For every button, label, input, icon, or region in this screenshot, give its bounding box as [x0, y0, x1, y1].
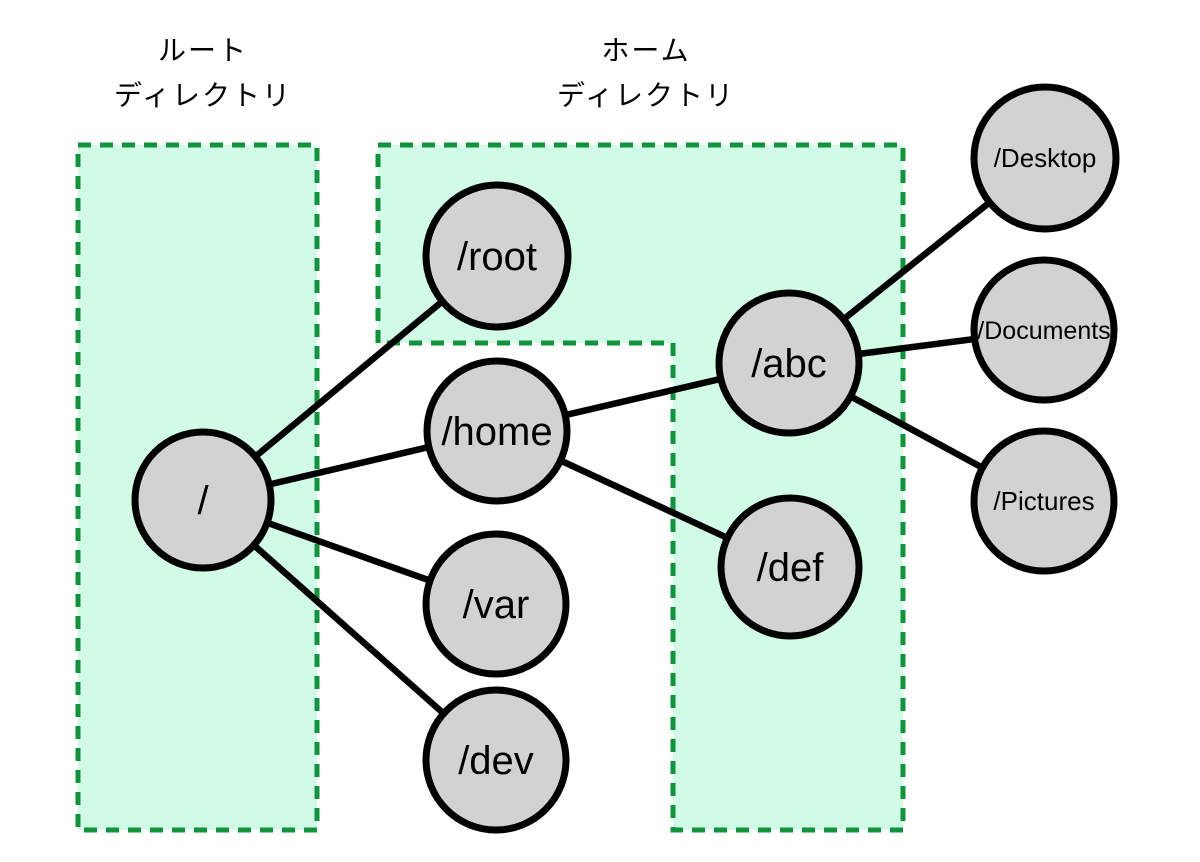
node-root-home: /root [422, 181, 572, 331]
node-home-label: /home [441, 410, 552, 454]
node-pictures: /Pictures [970, 427, 1118, 575]
node-root-circle [131, 428, 275, 572]
node-desktop: /Desktop [970, 83, 1120, 233]
node-dev: /dev [422, 686, 570, 834]
node-var-circle [422, 530, 570, 678]
node-documents: /Documents [970, 256, 1118, 404]
node-root: / [131, 428, 275, 572]
root-directory-label: ルート ディレクトリ [43, 28, 363, 118]
root-directory-label-line1: ルート [157, 35, 248, 66]
node-dev-label: /dev [458, 739, 534, 783]
node-desktop-circle [970, 83, 1120, 233]
node-var-label: /var [463, 583, 530, 627]
node-root-label: / [197, 479, 209, 523]
node-abc-circle [715, 289, 863, 437]
node-desktop-label: /Desktop [994, 143, 1097, 173]
node-def: /def [717, 494, 863, 640]
node-abc: /abc [715, 289, 863, 437]
home-directory-label-line2: ディレクトリ [556, 80, 736, 111]
root-directory-label-line2: ディレクトリ [113, 80, 293, 111]
node-def-label: /def [757, 546, 825, 590]
node-pictures-circle [970, 427, 1118, 575]
node-root-home-label: /root [457, 235, 537, 279]
node-def-circle [717, 494, 863, 640]
node-pictures-label: /Pictures [993, 486, 1094, 516]
home-directory-label-line1: ホーム [601, 35, 691, 66]
home-directory-label: ホーム ディレクトリ [486, 28, 806, 118]
node-home: /home [423, 357, 571, 505]
node-home-circle [423, 357, 571, 505]
node-dev-circle [422, 686, 570, 834]
node-var: /var [422, 530, 570, 678]
node-root-home-circle [422, 181, 572, 331]
node-documents-label: /Documents [977, 317, 1110, 345]
node-abc-label: /abc [751, 342, 827, 386]
node-documents-circle [970, 256, 1118, 404]
